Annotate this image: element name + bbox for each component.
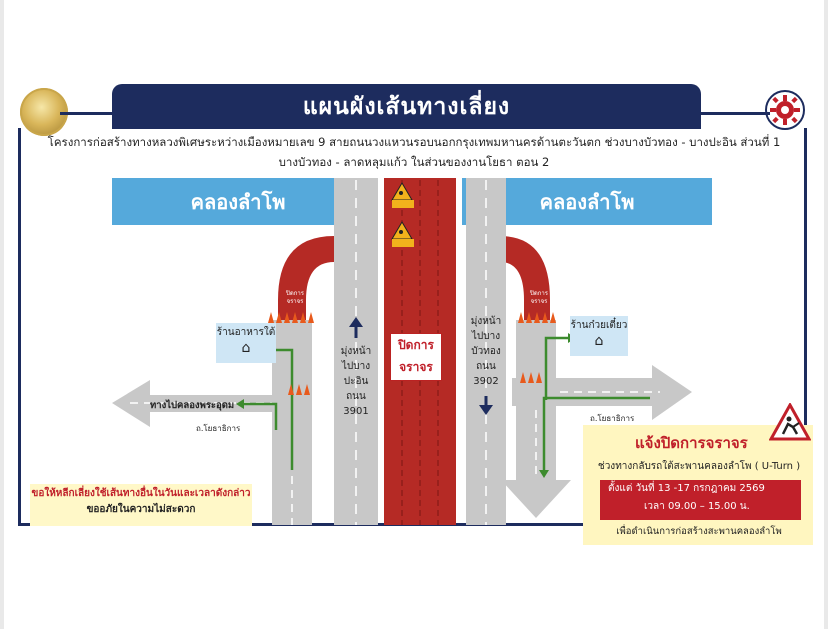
subtitle-line-2: บางบัวทอง - ลาดหลุมแก้ว ในส่วนของงานโยธา… [278, 155, 550, 169]
title-rule-right [700, 112, 770, 115]
closure-date: ตั้งแต่ วันที่ 13 -17 กรกฎาคม 2569 [608, 483, 765, 494]
uturn-right-closed-label: ปิดการ จราจร [530, 290, 548, 305]
page-title: แผนผังเส้นทางเลี่ยง [112, 84, 701, 129]
right-feeder-road [501, 320, 571, 518]
traffic-cones-mid-right [520, 372, 542, 383]
avoid-route-notice: ขอให้หลีกเลี่ยงใช้เส้นทางอื่นในวันและเวล… [30, 484, 252, 526]
closure-notice-subtitle: ช่วงทางกลับรถใต้สะพานคลองลำโพ ( U-Turn ) [597, 461, 801, 472]
uturn-left-closed [278, 236, 334, 320]
detour-left-green-2 [244, 402, 278, 430]
detour-right-green [544, 336, 568, 400]
subtitle-line-1: โครงการก่อสร้างทางหลวงพิเศษระหว่างเมืองห… [47, 135, 781, 149]
closure-time: เวลา 09.00 – 15.00 น. [644, 501, 750, 512]
avoid-route-line1: ขอให้หลีกเลี่ยงใช้เส้นทางอื่นในวันและเวล… [31, 488, 251, 499]
left-yotha-label: ถ.โยธาธิการ [196, 424, 241, 433]
house-icon: ⌂ [594, 333, 604, 349]
left-shop: ร้านอาหารใต้ ⌂ [216, 323, 276, 363]
avoid-route-line2: ขออภัยในความไม่สะดวก [86, 504, 196, 515]
northbound-label: มุ่งหน้า ไปบาง ปะอิน ถนน 3901 [340, 346, 372, 417]
traffic-cones-right [518, 312, 556, 323]
closure-notice: แจ้งปิดการจราจร ช่วงทางกลับรถใต้สะพานคลอ… [583, 403, 813, 545]
closure-notice-heading: แจ้งปิดการจราจร [635, 434, 748, 452]
uturn-left-closed-label: ปิดการ จราจร [286, 290, 304, 305]
traffic-cones-left [268, 312, 314, 323]
project-subtitle: โครงการก่อสร้างทางหลวงพิเศษระหว่างเมืองห… [30, 132, 798, 172]
closure-date-box: ตั้งแต่ วันที่ 13 -17 กรกฎาคม 2569 เวลา … [600, 480, 801, 520]
left-road-arrow [112, 380, 278, 427]
arrow-up-icon [349, 317, 363, 338]
construction-sign-icon [391, 182, 414, 208]
closure-purpose: เพื่อดำเนินการก่อสร้างสะพานคลองลำโพ [616, 526, 782, 537]
left-shop-label: ร้านอาหารใต้ [216, 327, 276, 338]
title-rule-left [60, 112, 115, 115]
border-left [18, 128, 21, 525]
right-yotha-label: ถ.โยธาธิการ [590, 414, 635, 423]
border-right [804, 128, 807, 525]
left-road-label: ทางไปคลองพระอุดม [150, 400, 235, 411]
arrow-down-icon [479, 396, 493, 415]
canal-left: คลองลำโพ [112, 178, 364, 225]
right-shop-label: ร้านก๋วยเตี๋ยว [570, 320, 628, 331]
southbound-label: มุ่งหน้า ไปบาง บัวทอง ถนน 3902 [470, 316, 502, 387]
road-closed-sign: ปิดการ จราจร [390, 333, 442, 381]
house-icon: ⌂ [241, 340, 251, 356]
uturn-right-closed [500, 236, 550, 320]
right-shop: ร้านก๋วยเตี๋ยว ⌂ [570, 316, 628, 356]
roadwork-warning-icon [769, 403, 811, 441]
construction-sign-icon [391, 221, 414, 247]
traffic-cones-mid-left [288, 384, 310, 395]
gear-logo-icon [765, 90, 805, 130]
detour-right-green-2 [542, 396, 650, 470]
